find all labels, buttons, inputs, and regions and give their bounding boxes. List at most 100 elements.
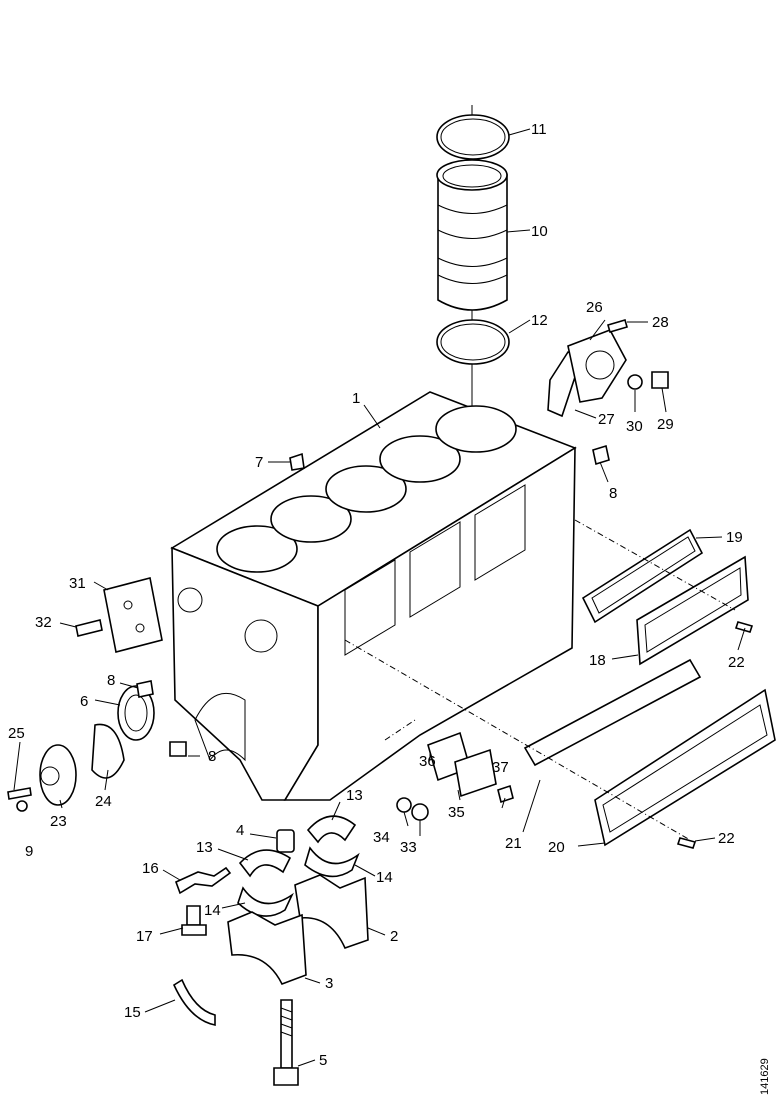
bolt-5-head bbox=[273, 1067, 299, 1086]
front-arch bbox=[194, 692, 246, 762]
plug-33 bbox=[411, 803, 429, 821]
gasket-21 bbox=[523, 658, 702, 767]
callout-37: 37 bbox=[492, 759, 509, 776]
bore-1 bbox=[216, 525, 298, 573]
sensor-29 bbox=[651, 371, 669, 389]
leader-17 bbox=[159, 927, 184, 935]
callout-3: 3 bbox=[325, 975, 333, 992]
bolt-22a bbox=[734, 621, 754, 633]
plug-7 bbox=[289, 452, 305, 471]
front-assembly bbox=[7, 452, 305, 812]
callout-7: 7 bbox=[255, 454, 263, 471]
callout-5: 5 bbox=[319, 1052, 327, 1069]
leader-14-right bbox=[354, 864, 376, 877]
callout-8-mid: 8 bbox=[107, 672, 115, 689]
leader-26 bbox=[589, 319, 606, 341]
bolt-32 bbox=[75, 619, 103, 637]
leader-29 bbox=[661, 387, 667, 413]
leader-1 bbox=[363, 404, 381, 429]
bolt-17-head bbox=[181, 924, 207, 936]
callout-14-left: 14 bbox=[204, 902, 221, 919]
hub-23-center bbox=[40, 766, 60, 786]
shell-14-left bbox=[237, 886, 294, 917]
seal-ring-12 bbox=[436, 319, 510, 365]
cover-20-inner bbox=[602, 704, 768, 833]
callout-32: 32 bbox=[35, 614, 52, 631]
leader-25 bbox=[13, 741, 21, 791]
bore-2 bbox=[270, 495, 352, 543]
leader-11 bbox=[508, 128, 531, 136]
leader-20 bbox=[577, 842, 606, 847]
cover-18 bbox=[636, 555, 749, 666]
leader-14-left bbox=[221, 902, 246, 909]
thermostat-housing bbox=[547, 319, 669, 466]
callout-4: 4 bbox=[236, 822, 244, 839]
callout-30: 30 bbox=[626, 418, 643, 435]
cylinder-liner-10 bbox=[437, 174, 508, 311]
bolt-37 bbox=[497, 784, 514, 804]
callout-10: 10 bbox=[531, 223, 548, 240]
guide-line-34 bbox=[384, 719, 416, 741]
small-covers bbox=[396, 731, 514, 821]
leader-18 bbox=[611, 654, 639, 660]
leader-15 bbox=[144, 999, 176, 1013]
leader-37 bbox=[501, 797, 506, 809]
leader-2 bbox=[367, 927, 386, 936]
callout-16: 16 bbox=[142, 860, 159, 877]
callout-22b: 22 bbox=[718, 830, 735, 847]
cover-35 bbox=[454, 748, 497, 798]
liner-bore bbox=[442, 164, 502, 188]
callout-8-low: 8 bbox=[208, 748, 216, 765]
ring-24 bbox=[91, 723, 125, 779]
callout-9: 9 bbox=[25, 843, 33, 860]
callout-labels: 11 10 12 1 7 8 26 28 27 30 29 19 18 22 2… bbox=[8, 121, 745, 1069]
side-opening-3 bbox=[474, 484, 526, 581]
seal-30 bbox=[627, 374, 643, 390]
seal-34 bbox=[396, 797, 412, 813]
leader-8-top bbox=[599, 461, 609, 483]
figure-number: 141629 bbox=[759, 1058, 771, 1095]
shell-13-left bbox=[238, 849, 292, 878]
bearing-cap-2 bbox=[294, 874, 369, 949]
callout-24: 24 bbox=[95, 793, 112, 810]
leader-23 bbox=[59, 799, 63, 809]
callout-20: 20 bbox=[548, 839, 565, 856]
plug-8-top bbox=[592, 444, 610, 466]
leader-16 bbox=[162, 869, 181, 881]
callout-36: 36 bbox=[419, 753, 436, 770]
liner-assembly bbox=[436, 105, 510, 440]
leader-lines bbox=[13, 128, 746, 1067]
gasket-19-inner bbox=[591, 536, 696, 614]
bolt-25 bbox=[7, 787, 32, 800]
seal-6-inner bbox=[124, 694, 148, 732]
leader-10 bbox=[506, 229, 531, 233]
callout-22a: 22 bbox=[728, 654, 745, 671]
leader-21 bbox=[522, 779, 541, 833]
leader-6 bbox=[94, 699, 121, 706]
callout-8-top: 8 bbox=[609, 485, 617, 502]
callout-31: 31 bbox=[69, 575, 86, 592]
side-opening-1 bbox=[344, 559, 396, 656]
callout-14-right: 14 bbox=[376, 869, 393, 886]
liner-band-1 bbox=[437, 204, 508, 214]
front-boss bbox=[244, 619, 278, 653]
leader-32 bbox=[59, 622, 77, 628]
liner-band-2 bbox=[437, 229, 508, 239]
callout-27: 27 bbox=[598, 411, 615, 428]
leader-22a bbox=[737, 627, 746, 651]
block-side-face bbox=[283, 446, 576, 801]
thrust-washer-15 bbox=[172, 978, 216, 1026]
seal-ring-11-inner bbox=[440, 118, 506, 156]
cover-18-inner bbox=[644, 567, 742, 653]
plate-31-hole-1 bbox=[123, 600, 133, 610]
callout-15: 15 bbox=[124, 1004, 141, 1021]
leader-35 bbox=[457, 789, 461, 801]
callout-34: 34 bbox=[373, 829, 390, 846]
bearing-parts bbox=[172, 815, 369, 1086]
shell-14-right bbox=[304, 846, 360, 878]
leader-8-mid bbox=[119, 682, 139, 689]
gasket-19 bbox=[581, 528, 704, 624]
shell-13-right bbox=[306, 815, 357, 844]
bolt-17-shank bbox=[186, 905, 201, 926]
